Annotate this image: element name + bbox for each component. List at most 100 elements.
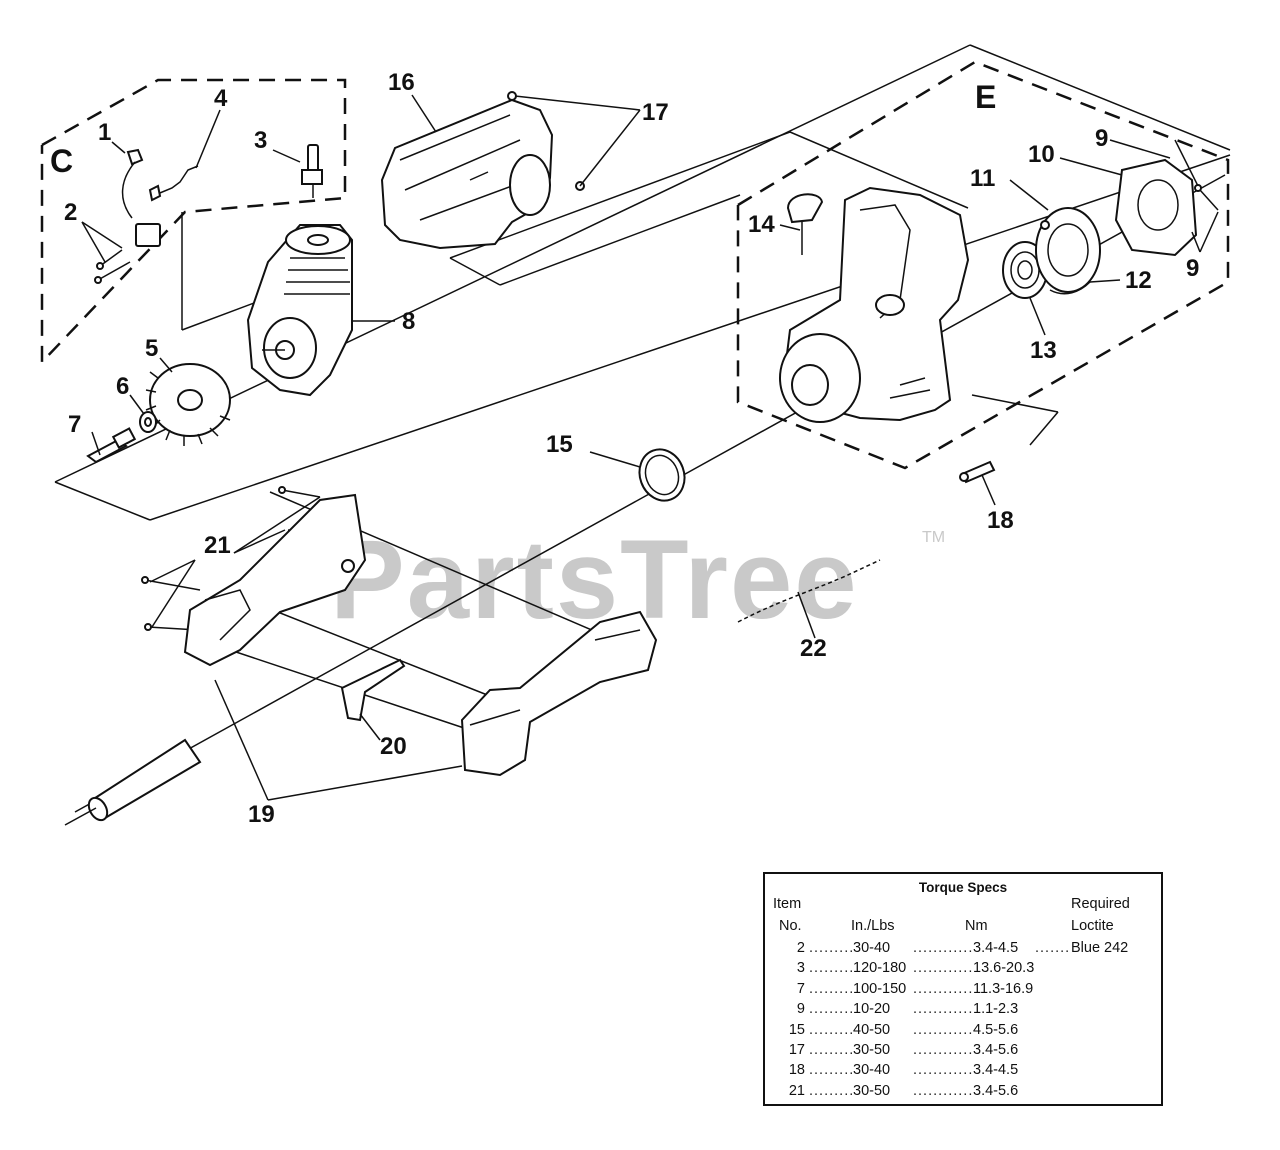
part-3-spark-plug xyxy=(301,144,323,198)
part-12-pulley xyxy=(1035,207,1101,295)
leader-dots: ........................................ xyxy=(913,960,973,977)
row-nm: 3.4-4.5 xyxy=(973,1062,1019,1079)
part-14-primer xyxy=(786,193,824,255)
row-item-no: 2 xyxy=(796,940,805,956)
leader-dots: ........................................ xyxy=(913,1021,973,1038)
row-nm: 3.4-5.6 xyxy=(973,1041,1019,1058)
part-22-cable xyxy=(737,559,881,623)
leader-dots: ........................................ xyxy=(809,980,855,997)
callout-17: 17 xyxy=(642,99,669,126)
part-8-engine-block xyxy=(246,224,353,397)
group-e-label: E xyxy=(975,79,996,115)
part-6-washer xyxy=(139,411,157,433)
row-inlbs: 30-50 xyxy=(853,1041,891,1058)
callout-19: 19 xyxy=(248,801,275,828)
torque-row: 7.......................................… xyxy=(773,979,1153,999)
part-housing xyxy=(779,186,970,423)
callout-labels: 1 2 3 4 5 6 7 8 9 9 10 11 12 13 14 15 16… xyxy=(64,69,1199,828)
part-19-housing-halves xyxy=(460,610,658,777)
leader-dots: ........................................ xyxy=(809,1001,855,1018)
part-2-screws xyxy=(94,223,161,284)
row-inlbs: 120-180 xyxy=(853,960,907,977)
part-10-starter-cover xyxy=(1114,158,1198,257)
watermark-text: PartsTree xyxy=(330,517,859,642)
row-item-no: 15 xyxy=(788,1021,805,1038)
torque-row: 21......................................… xyxy=(773,1081,1153,1101)
header-inlbs: In./Lbs xyxy=(851,918,895,934)
callout-12: 12 xyxy=(1125,267,1152,294)
row-nm: 13.6-20.3 xyxy=(973,960,1035,977)
leader-dots: ........................................ xyxy=(809,1062,855,1079)
header-nm: Nm xyxy=(965,918,988,934)
leader-dots: ........................................ xyxy=(809,1041,855,1058)
row-nm: 3.4-5.6 xyxy=(973,1082,1019,1099)
callout-8: 8 xyxy=(402,308,415,335)
leader-dots: ........................................ xyxy=(809,1021,855,1038)
torque-row: 17......................................… xyxy=(773,1040,1153,1060)
torque-row: 15......................................… xyxy=(773,1020,1153,1040)
row-item-no: 9 xyxy=(796,1001,805,1018)
leader-dots: ........................................ xyxy=(913,1082,973,1099)
leader-dots: ........................................ xyxy=(913,940,973,956)
leader-lines xyxy=(81,94,1219,801)
callout-22: 22 xyxy=(800,635,827,662)
part-5-flywheel xyxy=(145,363,231,446)
callout-1: 1 xyxy=(98,119,111,146)
leader-dots: ........................................ xyxy=(913,1041,973,1058)
row-inlbs: 30-40 xyxy=(853,1062,891,1079)
row-loctite: Blue 242 xyxy=(1071,940,1129,956)
row-nm: 1.1-2.3 xyxy=(973,1001,1019,1018)
torque-rows: 2.......................................… xyxy=(773,938,1153,1101)
leader-dots: ........................................ xyxy=(913,1001,973,1018)
row-inlbs: 30-40 xyxy=(853,940,891,956)
callout-9-right: 9 xyxy=(1186,255,1199,282)
row-item-no: 17 xyxy=(788,1041,805,1058)
leader-dots: ........................................ xyxy=(809,940,855,956)
torque-specs-title: Torque Specs xyxy=(918,880,1008,895)
torque-row: 18......................................… xyxy=(773,1060,1153,1080)
leader-dots: ........................................ xyxy=(809,1082,855,1099)
leader-dots: ........................................ xyxy=(809,960,855,977)
callout-11: 11 xyxy=(970,165,995,192)
callout-15: 15 xyxy=(546,431,573,458)
torque-row: 9.......................................… xyxy=(773,999,1153,1019)
callout-18: 18 xyxy=(987,507,1014,534)
row-inlbs: 100-150 xyxy=(853,980,907,997)
header-required: Required xyxy=(1071,896,1130,912)
group-c-boundary: C xyxy=(40,78,347,366)
row-nm: 3.4-4.5 xyxy=(973,940,1019,956)
row-item-no: 21 xyxy=(788,1082,805,1099)
callout-7: 7 xyxy=(68,411,81,438)
part-20-mount-plate xyxy=(340,658,406,722)
header-item: Item xyxy=(773,896,802,912)
row-inlbs: 10-20 xyxy=(853,1001,891,1018)
part-18-screw xyxy=(959,460,996,484)
leader-dots: ........................................ xyxy=(913,980,973,997)
torque-specs-table: Torque Specs Item No. In./Lbs Nm Require… xyxy=(763,872,1163,1106)
row-item-no: 18 xyxy=(788,1062,805,1079)
torque-row: 3.......................................… xyxy=(773,958,1153,978)
watermark-tm: TM xyxy=(922,529,945,546)
callout-14: 14 xyxy=(748,211,775,238)
callout-20: 20 xyxy=(380,733,407,760)
callout-6: 6 xyxy=(116,373,129,400)
callout-10: 10 xyxy=(1028,141,1055,168)
row-nm: 4.5-5.6 xyxy=(973,1021,1019,1038)
row-item-no: 3 xyxy=(796,960,805,977)
leader-dots: ........................................ xyxy=(913,1062,973,1079)
header-item-no: No. xyxy=(779,918,802,934)
leader-dots: ........................................ xyxy=(1035,940,1071,956)
callout-13: 13 xyxy=(1030,337,1057,364)
part-clamp-housing xyxy=(183,493,367,667)
torque-row: 2.......................................… xyxy=(773,938,1153,958)
row-inlbs: 30-50 xyxy=(853,1082,891,1099)
row-inlbs: 40-50 xyxy=(853,1021,891,1038)
callout-5: 5 xyxy=(145,335,158,362)
group-e-boundary: E xyxy=(736,60,1230,470)
group-c-label: C xyxy=(50,143,73,179)
part-7-shaft xyxy=(86,427,137,464)
row-nm: 11.3-16.9 xyxy=(973,980,1034,997)
part-9-screws xyxy=(1174,139,1219,211)
callout-16: 16 xyxy=(388,69,415,96)
